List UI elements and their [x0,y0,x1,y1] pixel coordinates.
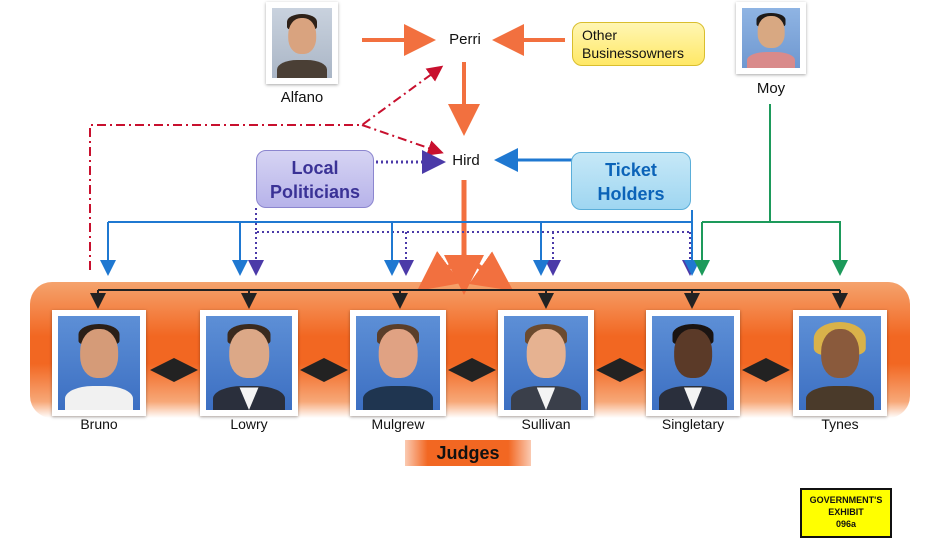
judge-photo-mulgrew [350,310,446,416]
judge-name-mulgrew: Mulgrew [371,416,425,432]
judge-portrait [356,316,440,410]
perri-node: Perri [449,31,481,48]
moy-label: Moy [756,80,786,97]
hird-node: Hird [452,152,480,169]
arrow-fork-right [462,251,514,291]
blue-path [100,148,700,276]
government-exhibit-sticker: GOVERNMENT'S EXHIBIT 096a [800,488,892,538]
arrow-fork-left [416,251,466,291]
moy-portrait [742,8,800,68]
exhibit-line1: GOVERNMENT'S [809,495,883,505]
purple-dotted-path [248,150,698,276]
judges-band [30,282,910,418]
green-moy-down [702,104,771,223]
judge-portrait [799,316,881,410]
purple-politicians-down [255,208,690,233]
judge-portrait [504,316,588,410]
judge-photo-sullivan [498,310,594,416]
red-line-to-hird [361,124,444,156]
judges-label: Judges [405,440,531,466]
other-businessowners-line2: Businessowners [582,45,684,61]
judge-name-singletary: Singletary [661,416,725,432]
judge-portrait [206,316,292,410]
judge-portrait [58,316,140,410]
other-businessowners-line1: Other [582,27,618,43]
orange-flow [362,24,565,295]
judge-portrait [652,316,734,410]
judge-photo-bruno [52,310,146,416]
exhibit-line2: EXHIBIT [828,507,864,517]
blue-ticket-down [108,210,693,223]
judge-name-tynes: Tynes [821,416,859,432]
judge-name-lowry: Lowry [230,416,268,432]
judge-connector [90,289,848,309]
alfano-photo [266,2,338,84]
judge-photo-tynes [793,310,887,416]
red-line-bruno-to-perri [89,65,444,270]
local-politicians-line1: Local [291,158,339,178]
ticket-holders-line2: Holders [597,184,665,204]
exhibit-line3: 096a [835,519,857,529]
alfano-portrait [272,8,332,78]
judge-photo-lowry [200,310,298,416]
ticket-holders-box: Ticket Holders [571,152,691,210]
other-businessowners-box: Other Businessowners [572,22,705,66]
alfano-label: Alfano [280,89,324,106]
green-to-tynes [770,221,848,276]
ticket-holders-line1: Ticket [605,160,657,180]
local-politicians-box: Local Politicians [256,150,374,208]
judge-name-bruno: Bruno [80,416,118,432]
local-politicians-line2: Politicians [269,182,361,202]
red-dashdot-path [89,65,444,270]
judge-photo-singletary [646,310,740,416]
green-path [694,104,848,276]
moy-photo [736,2,806,74]
judge-name-sullivan: Sullivan [521,416,571,432]
